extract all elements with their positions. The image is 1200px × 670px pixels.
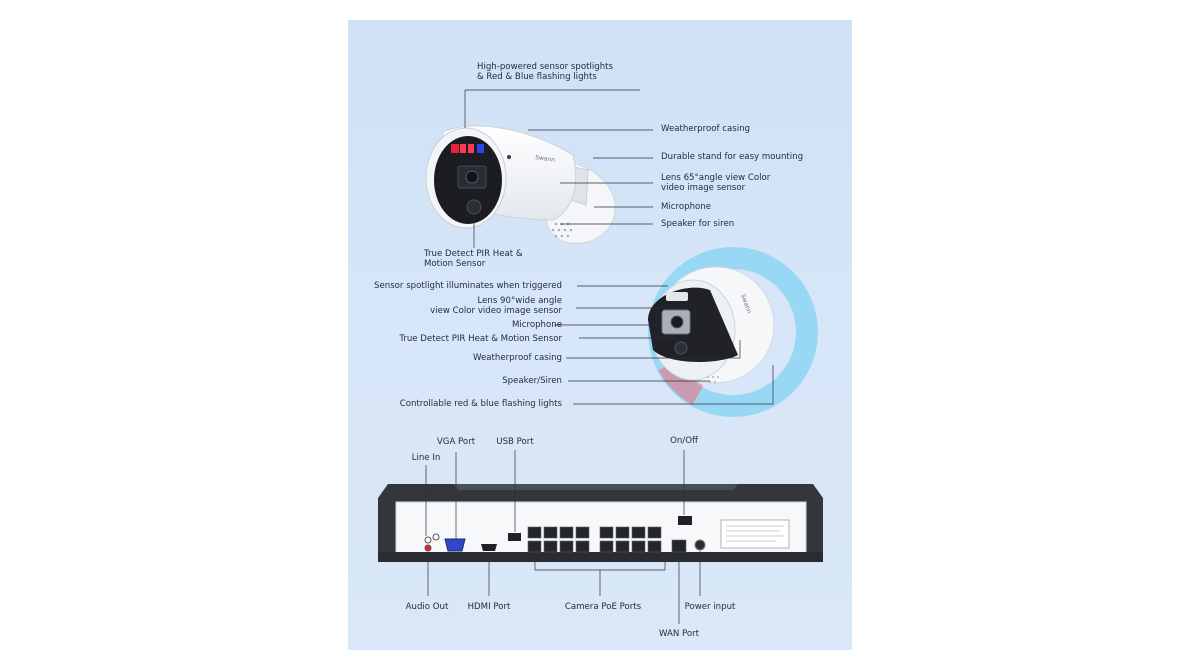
label-poe: Camera PoE Ports [564,602,642,612]
label-audioout: Audio Out [405,602,449,612]
label-wan: WAN Port [658,629,700,639]
product-panel: Swann Swann [348,20,852,650]
label-usb: USB Port [496,437,534,447]
label-bullet-lens: Lens 65°angle view Color video image sen… [661,173,771,193]
product-illustration: Swann Swann [378,89,823,624]
label-power: Power input [684,602,736,612]
sticker-text-lines [726,525,784,542]
label-bullet-pir: True Detect PIR Heat & Motion Sensor [424,249,523,269]
pir-sensor-icon [466,199,482,215]
brand-logo: Swann [535,154,556,164]
product-label-sticker [720,519,790,549]
label-bullet-microphone: Microphone [661,202,712,212]
lens-icon [465,170,479,184]
vga-port-icon [444,538,466,552]
nvr-top-ridge [453,484,738,490]
speaker-grille-icon [706,375,720,384]
red-led-icon [451,144,459,153]
dome-camera: Swann [648,247,818,417]
label-linein: Line In [411,453,441,463]
label-dome-microphone: Microphone [511,320,562,330]
red-led-icon [468,144,474,153]
label-bullet-speaker: Speaker for siren [661,219,735,229]
wan-port-icon [671,539,687,553]
label-stand: Durable stand for easy mounting [661,152,804,162]
label-dome-speaker: Speaker/Siren [502,376,562,386]
pir-sensor-icon [674,341,688,355]
label-dome-lens: Lens 90°wide angle view Color video imag… [430,296,562,316]
label-dome-pir: True Detect PIR Heat & Motion Sensor [399,334,562,344]
ground-screw-icon [432,533,440,541]
poe-port-icons [527,526,662,553]
speaker-grille-icon [551,222,573,238]
label-dome-casing: Weatherproof casing [472,353,562,363]
label-dome-spotlight: Sensor spotlight illuminates when trigge… [374,281,562,291]
microphone-icon [507,155,511,159]
hdmi-port-icon [481,544,497,551]
label-onoff: On/Off [670,436,698,446]
usb-port-icon [508,533,521,541]
leader-lines [425,89,774,624]
audio-out-jack-icon [424,544,432,552]
blue-led-icon [477,144,484,153]
label-dome-lights: Controllable red & blue flashing lights [399,399,562,409]
red-led-icon [460,144,466,153]
dome-front-face [648,287,738,362]
label-bullet-casing: Weatherproof casing [661,124,751,134]
nvr-base [378,552,823,562]
lens-icon [670,315,684,329]
dome-spotlight [666,292,688,301]
power-input-icon [694,539,706,551]
line-in-jack-icon [424,536,432,544]
label-hdmi: HDMI Port [467,602,511,612]
label-spotlights: High-powered sensor spotlights & Red & B… [477,62,613,82]
power-switch-icon [678,516,692,525]
label-vga: VGA Port [436,437,476,447]
bullet-camera: Swann [425,125,616,244]
nvr-recorder [378,484,823,562]
